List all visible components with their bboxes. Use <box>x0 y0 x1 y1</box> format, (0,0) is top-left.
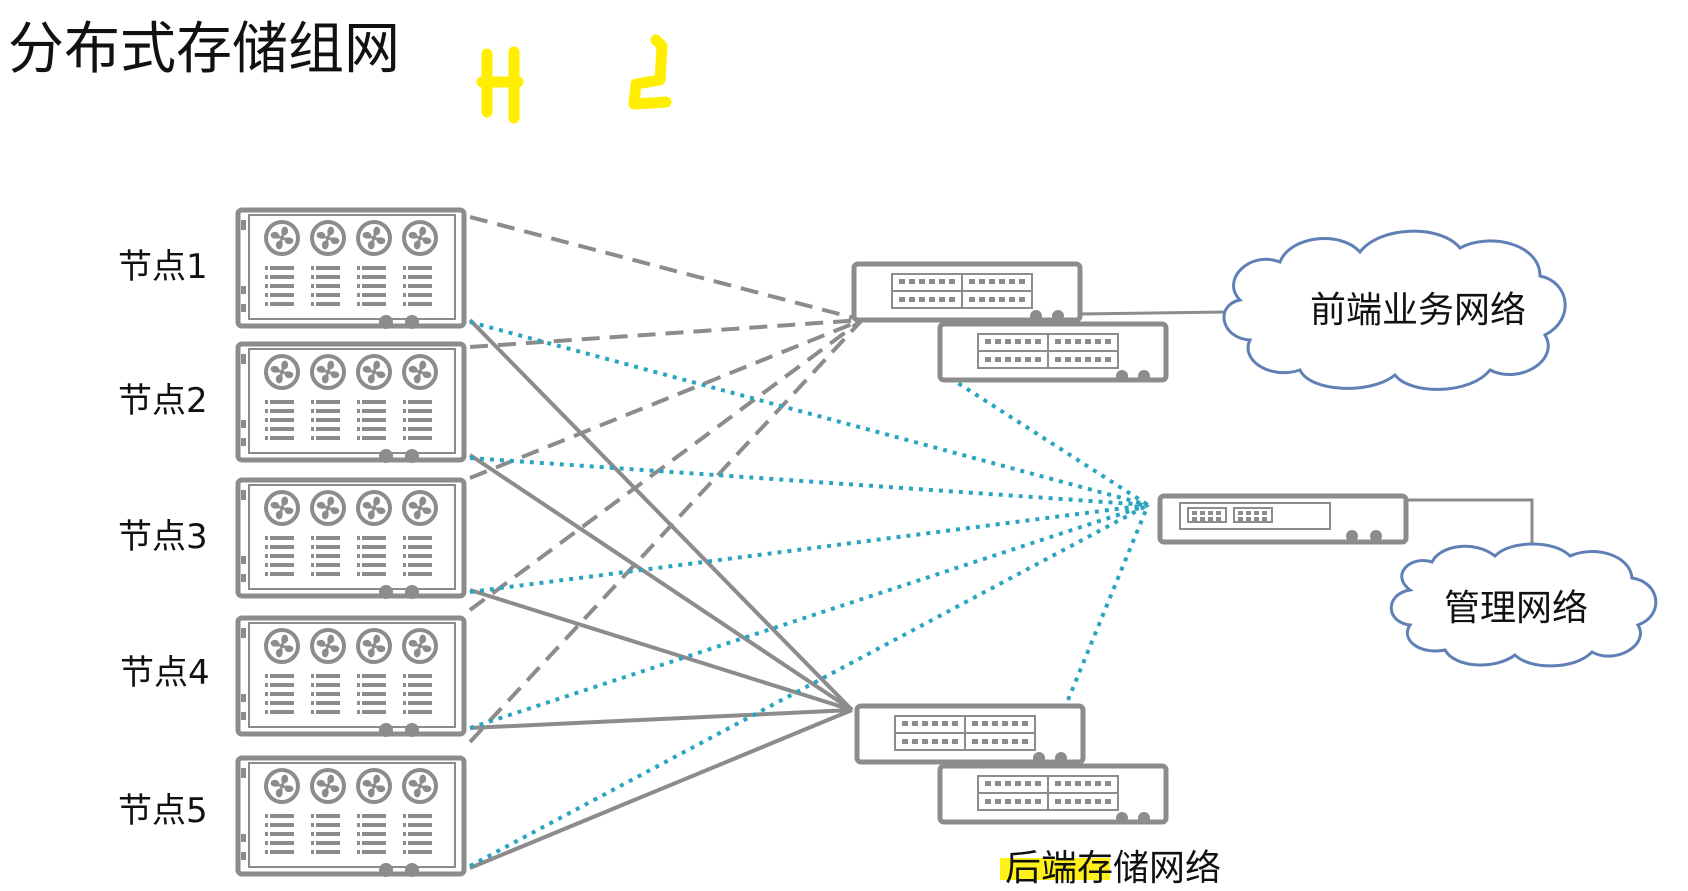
frontend-switch-1 <box>854 264 1080 322</box>
node-label-3: 节点3 <box>118 517 208 557</box>
server-node-4 <box>238 618 464 737</box>
server-node-2 <box>238 344 464 463</box>
frontend-network-cloud: 前端业务网络 <box>1222 229 1567 391</box>
server-node-5 <box>238 758 464 877</box>
page-title: 分布式存储组网 <box>8 17 400 82</box>
frontend-links <box>468 215 864 744</box>
backend-switch-1 <box>857 706 1083 764</box>
management-network-label: 管理网络 <box>1444 588 1588 629</box>
management-network-cloud: 管理网络 <box>1389 542 1658 668</box>
backend-switch-2 <box>940 766 1166 824</box>
server-node-1 <box>238 210 464 329</box>
node-label-2: 节点2 <box>118 381 208 421</box>
backend-label-highlight <box>1000 858 1110 880</box>
highlight-scribble <box>476 34 672 124</box>
node-label-4: 节点4 <box>120 653 210 693</box>
backend-network-label: 后端存储网络 <box>1005 848 1221 889</box>
node-label-5: 节点5 <box>118 791 208 831</box>
server-node-3 <box>238 480 464 599</box>
management-switch <box>1160 496 1406 542</box>
frontend-switch-2 <box>940 324 1166 382</box>
management-links <box>469 320 1150 868</box>
frontend-uplink <box>1079 310 1227 316</box>
backend-links <box>468 318 854 870</box>
frontend-network-label: 前端业务网络 <box>1310 290 1526 331</box>
node-label-1: 节点1 <box>118 247 208 287</box>
